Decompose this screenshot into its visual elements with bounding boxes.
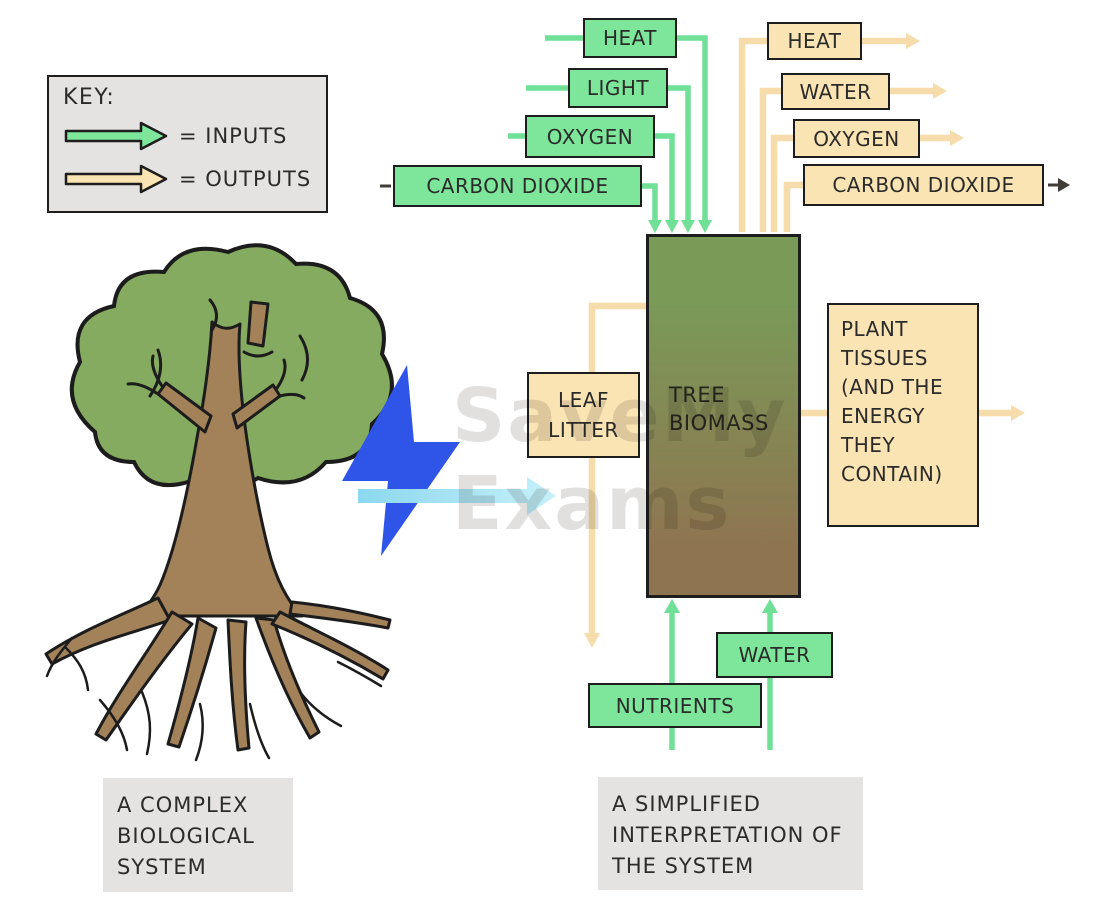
key-output-arrow-icon bbox=[64, 164, 168, 194]
output-label-carbon-dioxide: CARBON DIOXIDE bbox=[803, 164, 1044, 206]
output-label-plant-tissues: PLANT TISSUES (AND THE ENERGY THEY CONTA… bbox=[827, 303, 979, 527]
input-connector-light bbox=[526, 85, 695, 233]
tree-branch-stub bbox=[246, 300, 270, 348]
output-connector-carbon-dioxide bbox=[783, 178, 1070, 232]
output-connector-water bbox=[759, 83, 947, 232]
output-label-oxygen-text: OXYGEN bbox=[813, 126, 900, 151]
output-connector-oxygen bbox=[770, 130, 964, 232]
output-label-water-text: WATER bbox=[799, 79, 872, 104]
key-row-inputs: = INPUTS bbox=[63, 119, 326, 153]
input-label-nutrients-text: NUTRIENTS bbox=[615, 693, 735, 718]
key-panel: KEY: = INPUTS = OUTPUTS bbox=[47, 75, 328, 213]
caption-simplified-system-text: A SIMPLIFIED INTERPRETATION OF THE SYSTE… bbox=[612, 792, 843, 878]
input-label-light: LIGHT bbox=[568, 68, 668, 108]
output-label-carbon-dioxide-text: CARBON DIOXIDE bbox=[832, 173, 1015, 197]
input-label-carbon-dioxide: CARBON DIOXIDE bbox=[393, 165, 642, 207]
input-connector-heat bbox=[545, 35, 712, 233]
output-label-plant-tissues-text: PLANT TISSUES (AND THE ENERGY THEY CONTA… bbox=[841, 317, 944, 486]
input-label-heat: HEAT bbox=[583, 18, 677, 58]
tree-trunk bbox=[134, 320, 304, 618]
caption-simplified-system: A SIMPLIFIED INTERPRETATION OF THE SYSTE… bbox=[598, 777, 863, 890]
output-connector-leaf-litter bbox=[584, 302, 646, 648]
input-label-heat-text: HEAT bbox=[602, 26, 658, 50]
tree-branch-right bbox=[231, 383, 282, 430]
lightning-bolt-icon bbox=[342, 365, 460, 556]
output-label-heat-text: HEAT bbox=[787, 29, 842, 53]
transformation-arrow-icon bbox=[358, 477, 556, 515]
output-label-water: WATER bbox=[781, 73, 890, 110]
output-label-leaf-litter: LEAF LITTER bbox=[527, 372, 640, 458]
key-outputs-label: = OUTPUTS bbox=[179, 167, 312, 191]
key-row-outputs: = OUTPUTS bbox=[63, 162, 326, 196]
input-label-nutrients: NUTRIENTS bbox=[588, 683, 762, 728]
key-inputs-label: = INPUTS bbox=[179, 124, 288, 148]
tree-illustration bbox=[44, 243, 394, 762]
input-connector-carbon-dioxide bbox=[380, 183, 662, 233]
output-connector-heat bbox=[738, 33, 920, 232]
tree-biomass-label: TREE BIOMASS bbox=[669, 383, 769, 435]
output-label-leaf-litter-text: LEAF LITTER bbox=[548, 388, 619, 442]
output-connector-plant-tissues bbox=[801, 405, 1025, 421]
output-label-oxygen: OXYGEN bbox=[793, 119, 920, 158]
input-label-oxygen-text: OXYGEN bbox=[546, 124, 634, 149]
output-label-heat: HEAT bbox=[767, 22, 862, 60]
tree-branch-sketch-lines bbox=[126, 298, 309, 400]
input-label-water-text: WATER bbox=[738, 643, 811, 667]
input-label-oxygen: OXYGEN bbox=[525, 115, 655, 158]
tree-roots bbox=[44, 596, 392, 762]
input-connector-oxygen bbox=[508, 133, 679, 233]
input-label-carbon-dioxide-text: CARBON DIOXIDE bbox=[426, 174, 609, 198]
caption-complex-system-text: A COMPLEX BIOLOGICAL SYSTEM bbox=[117, 793, 255, 879]
input-label-light-text: LIGHT bbox=[586, 76, 650, 100]
input-label-water: WATER bbox=[716, 632, 833, 678]
tree-biomass-box: TREE BIOMASS bbox=[646, 234, 801, 598]
tree-branch-left bbox=[156, 381, 213, 434]
caption-complex-system: A COMPLEX BIOLOGICAL SYSTEM bbox=[103, 778, 293, 892]
key-title: KEY: bbox=[63, 85, 116, 110]
key-input-arrow-icon bbox=[64, 121, 168, 151]
